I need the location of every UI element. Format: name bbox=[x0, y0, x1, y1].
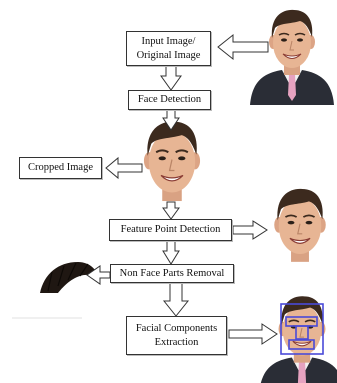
arrow-feature-detection-to-face bbox=[232, 220, 268, 240]
arrow-non-face-to-components bbox=[162, 282, 190, 317]
face-detection-box: Face Detection bbox=[128, 90, 211, 110]
facial-components-extraction-box: Facial Components Extraction bbox=[126, 316, 227, 355]
arrow-original-to-input bbox=[217, 33, 269, 61]
feature-points-face-image bbox=[273, 188, 327, 263]
non-face-parts-removal-box: Non Face Parts Removal bbox=[110, 264, 234, 283]
input-image-box: Input Image/ Original Image bbox=[126, 31, 211, 66]
arrow-face-to-feature-detection bbox=[162, 201, 180, 220]
cropped-face-image bbox=[142, 120, 202, 203]
cropped-image-box: Cropped Image bbox=[19, 157, 102, 179]
original-image-portrait bbox=[250, 10, 334, 105]
removed-hair-image bbox=[40, 262, 100, 293]
facial-components-image bbox=[259, 296, 337, 383]
arrow-face-detection-to-cropped-face bbox=[162, 109, 180, 131]
arrow-non-face-to-hair bbox=[86, 265, 111, 285]
arrow-input-to-face-detection bbox=[160, 65, 182, 91]
arrow-components-to-face bbox=[228, 323, 278, 345]
feature-point-detection-box: Feature Point Detection bbox=[109, 219, 232, 241]
arrow-feature-to-non-face bbox=[162, 240, 180, 265]
arrow-face-to-cropped-label bbox=[105, 156, 143, 180]
